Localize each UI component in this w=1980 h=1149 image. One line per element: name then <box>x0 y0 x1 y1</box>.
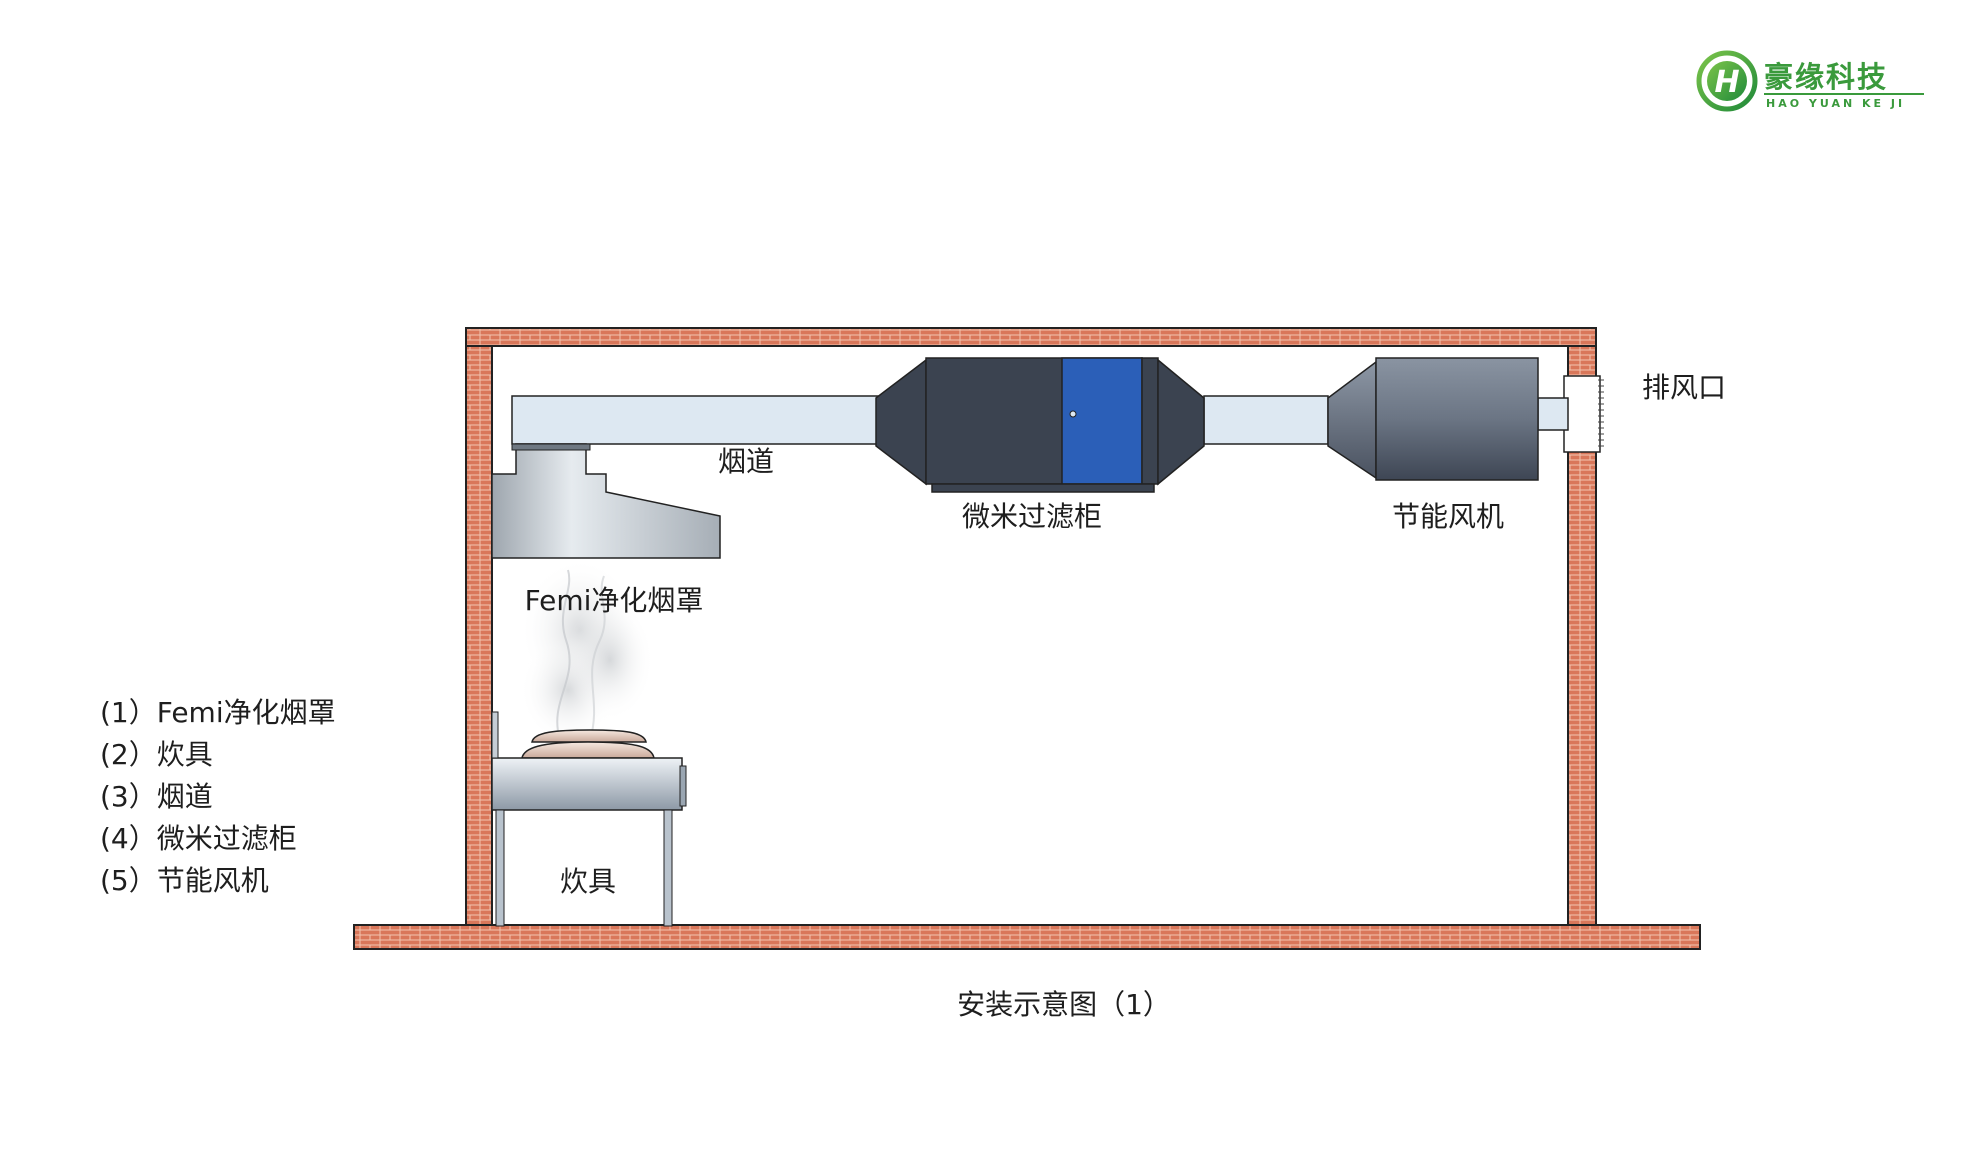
legend-item: (5）节能风机 <box>100 864 269 897</box>
logo-emblem-icon: H <box>1696 50 1758 112</box>
cooking-stove <box>491 711 687 927</box>
door-handle-icon <box>1069 410 1077 418</box>
hood-label: Femi净化烟罩 <box>525 584 704 617</box>
duct-label: 烟道 <box>718 445 774 478</box>
diagram-caption: 安装示意图（1） <box>957 988 1171 1021</box>
fan-label: 节能风机 <box>1392 500 1504 533</box>
logo-name-cn: 豪缘科技 <box>1764 60 1889 94</box>
logo-divider <box>1764 93 1924 95</box>
legend-item: (2）炊具 <box>100 738 213 771</box>
filter-label: 微米过滤柜 <box>962 500 1102 533</box>
outlet-label: 排风口 <box>1642 371 1726 404</box>
micron-filter-cabinet <box>875 357 1205 493</box>
energy-saving-fan <box>1327 357 1539 481</box>
left-wall-brick <box>465 327 493 926</box>
legend: (1）Femi净化烟罩 (2）炊具 (3）烟道 (4）微米过滤柜 (5）节能风机 <box>100 696 336 897</box>
filter-door <box>1061 357 1143 485</box>
company-logo: H 豪缘科技 HAO YUAN KE JI <box>1696 50 1936 120</box>
legend-item: (3）烟道 <box>100 780 213 813</box>
floor-brick <box>353 924 1701 950</box>
legend-item: (4）微米过滤柜 <box>100 822 297 855</box>
smoke-duct <box>511 395 1329 445</box>
exhaust-outlet <box>1537 375 1604 453</box>
wok-icon <box>531 729 647 743</box>
ceiling-brick <box>465 327 1597 347</box>
svg-text:H: H <box>1714 65 1739 100</box>
stove-label: 炊具 <box>560 865 616 898</box>
smoke-plume <box>520 558 654 744</box>
logo-name-en: HAO YUAN KE JI <box>1766 97 1906 110</box>
femi-purification-hood <box>491 443 721 559</box>
legend-item: (1）Femi净化烟罩 <box>100 696 336 729</box>
